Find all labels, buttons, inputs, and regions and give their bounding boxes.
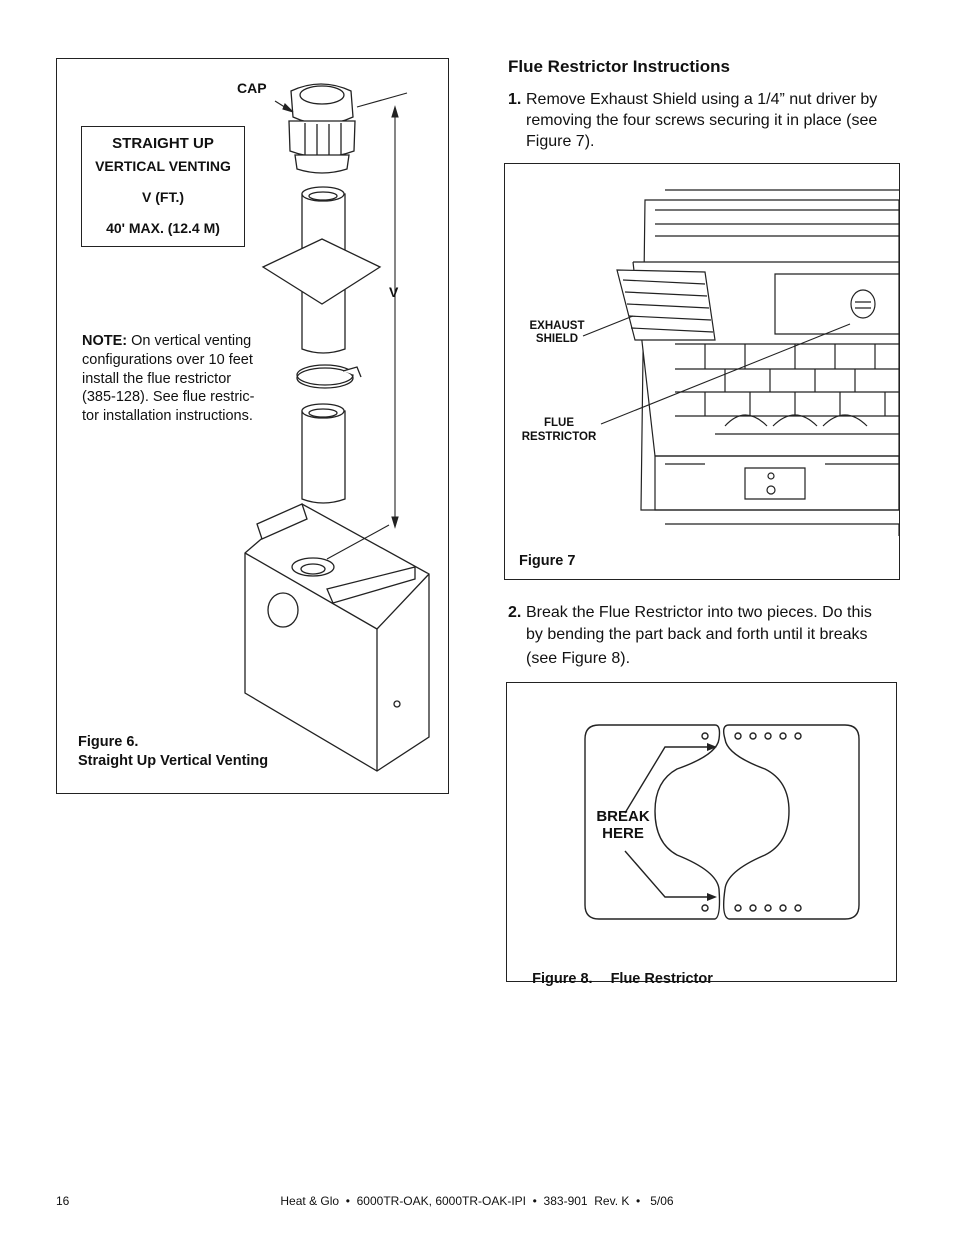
figure-8-caption: Figure 8. Flue Restrictor (516, 955, 713, 1003)
figure-8-caption-title: Flue Restrictor (610, 971, 713, 987)
step-1-line-3: Figure 7). (526, 133, 595, 150)
break-here-label-1: BREAK (596, 808, 650, 825)
flue-restrictor-illustration: BREAK HERE (584, 724, 860, 920)
figure-8-caption-number: Figure 8. (532, 971, 593, 987)
note-text-1: On vertical venting (127, 333, 252, 349)
venting-note: NOTE: On vertical venting configurations… (82, 332, 268, 426)
step-2-line-3: (see Figure 8). (526, 650, 631, 667)
figure-7-frame: EXHAUST SHIELD FLUE RESTRICTOR Figure 7 (504, 163, 900, 580)
step-2-line-1: Break the Flue Restrictor into two piece… (526, 604, 872, 621)
note-line-5: tor installation instructions. (82, 408, 253, 425)
exhaust-shield-label-1: EXHAUST (530, 320, 585, 332)
cap-label: CAP (237, 80, 267, 96)
flue-restrictor-label-2: RESTRICTOR (522, 431, 597, 443)
step-2-number: 2. (508, 604, 522, 621)
step-2-line-2: by bending the part back and forth until… (526, 626, 868, 643)
page-number: 16 (56, 1194, 70, 1208)
spec-box: STRAIGHT UP VERTICAL VENTING V (FT.) 40'… (81, 126, 245, 247)
exhaust-shield-label-2: SHIELD (536, 333, 578, 345)
spec-line-4: 40' MAX. (12.4 M) (106, 220, 220, 236)
step-1-number: 1. (508, 91, 522, 108)
note-line-1: NOTE: On vertical venting (82, 332, 268, 351)
section-heading: Flue Restrictor Instructions (508, 57, 730, 76)
flue-restrictor-label-1: FLUE (544, 417, 574, 429)
note-line-3: install the flue restrictor (82, 370, 232, 387)
document-info: Heat & Glo • 6000TR-OAK, 6000TR-OAK-IPI … (280, 1194, 674, 1208)
break-here-label-2: HERE (602, 825, 644, 842)
figure-7-caption: Figure 7 (519, 553, 576, 569)
note-label: NOTE: (82, 333, 128, 349)
figure-6-caption-number: Figure 6. (78, 734, 139, 750)
figure-7-illustration: EXHAUST SHIELD FLUE RESTRICTOR (522, 189, 899, 536)
spec-line-3: V (FT.) (142, 189, 184, 205)
figure-6-illustration: CAP V (237, 80, 430, 772)
spec-line-2: VERTICAL VENTING (95, 158, 231, 174)
step-1-line-2: removing the four screws securing it in … (526, 112, 878, 129)
figure-8-frame: BREAK HERE Figure 8. Flue Restrictor (506, 682, 897, 987)
step-1-line-1: Remove Exhaust Shield using a 1/4” nut d… (526, 91, 878, 108)
v-dimension-label: V (389, 284, 399, 300)
note-line-4: (385-128). See flue restric- (82, 389, 255, 406)
figure-6-frame: CAP V STRAIGHT UP VERTICAL VENTING V (FT… (56, 58, 449, 794)
figure-6-caption-title: Straight Up Vertical Venting (78, 753, 269, 769)
note-line-2: configurations over 10 feet (82, 351, 253, 368)
spec-line-1: STRAIGHT UP (112, 135, 214, 152)
